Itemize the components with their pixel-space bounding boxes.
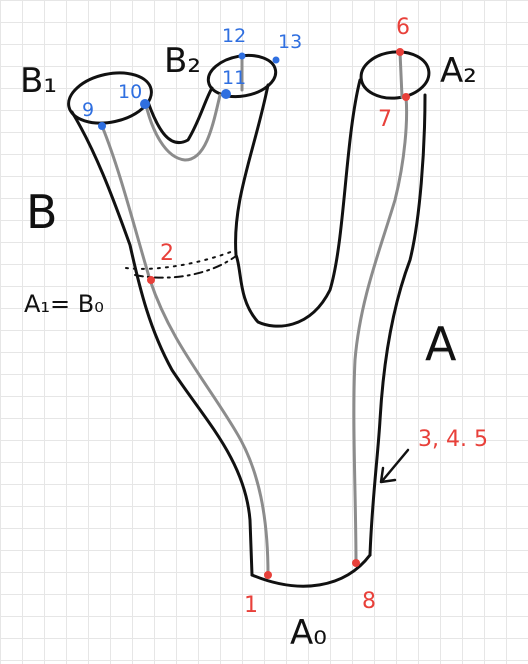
label-point-7: 7	[378, 107, 392, 132]
label-a1-b0: A₁= B₀	[24, 290, 104, 318]
rim-b1	[67, 71, 153, 125]
label-point-10: 10	[118, 81, 142, 103]
point-11	[221, 89, 231, 99]
point-7	[402, 93, 410, 101]
label-point-345: 3, 4. 5	[418, 427, 488, 452]
label-b2: B₂	[164, 41, 201, 81]
rim-a2	[359, 50, 431, 100]
point-12	[238, 52, 246, 60]
points-blue	[98, 52, 280, 130]
point-8	[352, 559, 360, 567]
label-point-8: 8	[362, 589, 376, 614]
point-1	[264, 571, 272, 579]
label-point-9: 9	[82, 99, 94, 121]
outline-left	[70, 110, 254, 577]
outline-right	[368, 93, 427, 557]
point-10	[140, 99, 150, 109]
outline-b-crotch	[146, 86, 214, 144]
label-point-1: 1	[244, 593, 258, 618]
label-point-13: 13	[278, 31, 302, 53]
arrow-345-shaft	[381, 448, 410, 482]
point-2	[147, 276, 155, 284]
outline-crotch	[234, 78, 362, 328]
label-b: B	[26, 185, 58, 239]
label-a2: A₂	[440, 51, 477, 91]
gray-path-a2-rim	[398, 50, 404, 99]
cut-line-front	[134, 255, 237, 279]
cut-line-back	[125, 249, 237, 270]
point-9	[98, 122, 106, 130]
gray-path-b-inner	[144, 93, 222, 162]
label-point-2: 2	[160, 241, 174, 266]
arrow-345-head	[379, 466, 397, 484]
label-a: A	[425, 317, 457, 371]
label-point-12: 12	[222, 25, 246, 47]
gray-path-right	[352, 95, 409, 565]
label-a0: A₀	[290, 613, 327, 653]
label-b1: B₁	[20, 61, 57, 101]
outline-bottom	[250, 553, 372, 588]
point-13	[272, 56, 280, 64]
label-point-11: 11	[222, 67, 246, 89]
points-red	[147, 48, 410, 579]
gray-path-left	[100, 124, 270, 577]
point-6	[396, 48, 404, 56]
label-point-6: 6	[396, 15, 410, 40]
